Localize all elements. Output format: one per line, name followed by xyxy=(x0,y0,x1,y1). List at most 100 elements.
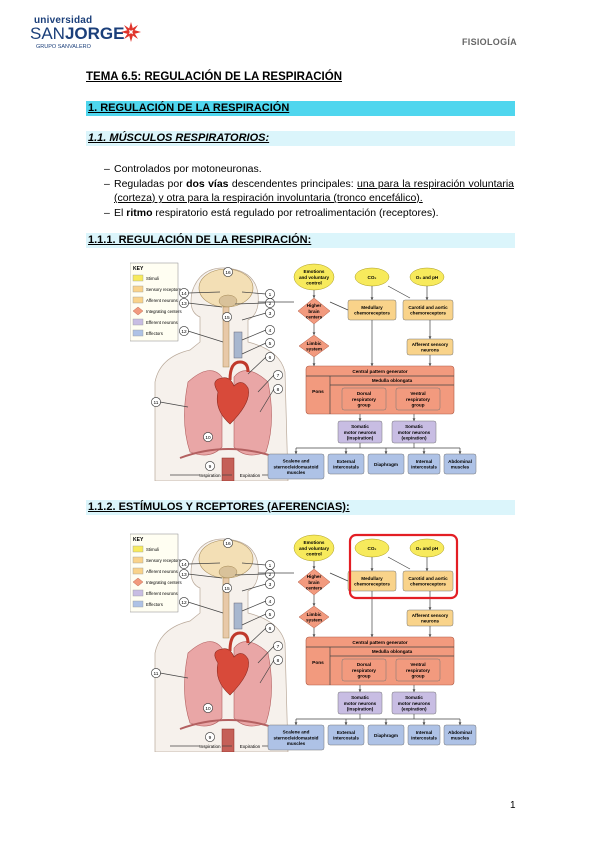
anatomy-callout-label: 7 xyxy=(277,644,280,650)
anatomy-callout-label: 4 xyxy=(269,328,272,334)
afferent-sensory-neurons-text: neurons xyxy=(421,619,440,624)
arrowhead xyxy=(458,451,462,454)
spine-shape xyxy=(221,457,235,482)
key-title: KEY xyxy=(133,537,144,543)
callout-leader xyxy=(187,302,223,308)
anatomy-callout-label: 11 xyxy=(154,400,159,406)
logo-line1: universidad xyxy=(34,15,93,26)
anatomy-callout-label: 16 xyxy=(225,541,231,547)
effector-internal-intercostals-text: intercostals xyxy=(411,465,437,470)
key-item: Integrating centers xyxy=(146,580,182,585)
dorsal-respiratory-group-text: respiratory xyxy=(352,668,376,673)
arrowhead xyxy=(370,363,374,366)
arrowhead xyxy=(428,634,432,637)
key-item: Efferent neurons xyxy=(146,320,178,325)
carotid-aortic-chemoreceptors-text: chemoreceptors xyxy=(410,311,446,316)
medullary-chemoreceptors-text: chemoreceptors xyxy=(354,582,390,587)
somatic-motor-inspiration-text: Somatic xyxy=(351,424,369,429)
anatomy-callout-label: 5 xyxy=(269,341,272,347)
effector-external-intercostals-text: intercostals xyxy=(333,736,359,741)
key-swatch xyxy=(132,274,144,282)
medullary-chemoreceptors-text: chemoreceptors xyxy=(354,311,390,316)
anatomy-callout-label: 13 xyxy=(181,301,187,307)
callout-leader xyxy=(234,302,267,305)
stimulus-label: Emotions xyxy=(304,540,325,545)
anatomy-callout xyxy=(222,312,232,322)
key-swatch xyxy=(132,567,144,575)
carotid-aortic-chemoreceptors-text: Carotid and aortic xyxy=(408,576,448,581)
afferent-sensory-neurons-text: Afferent sensory xyxy=(412,342,449,347)
arrowhead xyxy=(412,418,416,421)
arrowhead xyxy=(312,634,316,637)
callout-leader xyxy=(187,573,223,579)
arrowhead xyxy=(422,722,426,725)
stimulus-label: control xyxy=(306,280,322,285)
higher-brain-centers-text: brain xyxy=(308,309,319,314)
key-swatch xyxy=(132,589,144,597)
anatomy-callout-label: 15 xyxy=(224,315,230,321)
arrowhead xyxy=(428,363,432,366)
arrowhead xyxy=(344,451,348,454)
anatomy-callout-label: 9 xyxy=(209,464,212,470)
logo-line3: GRUPO SANVALERO xyxy=(36,44,91,50)
key-swatch xyxy=(132,318,144,326)
pons-label: Pons xyxy=(312,660,324,666)
dorsal-respiratory-group-text: group xyxy=(357,402,370,407)
connector-higher-medullary xyxy=(329,572,349,582)
anatomy-callout-label: 2 xyxy=(269,572,272,578)
bullet-item: El ritmo respiratorio está regulado por … xyxy=(104,206,514,221)
stimulus-label: O₂ and pH xyxy=(416,275,439,280)
ventral-respiratory-group xyxy=(395,387,441,411)
anatomy-callout-label: 15 xyxy=(224,586,230,592)
somatic-motor-expiration-text: Somatic xyxy=(405,695,423,700)
key-item: Afferent neurons xyxy=(146,298,178,303)
heart-shape xyxy=(214,377,249,425)
medulla-label: Medulla oblongata xyxy=(372,378,413,383)
effector-scalene-text: Scalene and xyxy=(283,459,310,464)
bullet-item: Controlados por motoneuronas. xyxy=(104,162,514,177)
anatomy-callout xyxy=(273,655,283,665)
bullet-list: Controlados por motoneuronas. Reguladas … xyxy=(104,162,514,220)
inspiration-label: Inspiration xyxy=(199,473,221,478)
ventral-respiratory-group-text: Ventral xyxy=(410,662,425,667)
limbic-system-text: system xyxy=(306,347,322,352)
callout-leader xyxy=(247,356,267,375)
somatic-motor-expiration-text: Somatic xyxy=(405,424,423,429)
anatomy-callout-label: 7 xyxy=(277,373,280,379)
somatic-motor-inspiration-text: (inspiration) xyxy=(347,435,374,440)
anatomy-callout xyxy=(222,583,232,593)
afferent-sensory-neurons-text: neurons xyxy=(421,348,440,353)
carotid-aortic-chemoreceptors xyxy=(402,299,454,321)
arrowhead xyxy=(312,603,316,606)
higher-brain-centers-text: centers xyxy=(306,585,323,590)
cpg-label: Central pattern generator xyxy=(352,369,407,374)
afferent-sensory-neurons-text: Afferent sensory xyxy=(412,613,449,618)
subject-label: FISIOLOGÍA xyxy=(461,37,517,47)
key-item: Sensory receptors xyxy=(146,287,181,292)
carotid-aortic-chemoreceptors xyxy=(402,570,454,592)
anatomy-callout xyxy=(205,732,215,742)
callout-leader xyxy=(159,401,189,408)
key-swatch xyxy=(132,577,144,587)
effector-abdominal-text: muscles xyxy=(451,736,470,741)
anatomy-callout-label: 12 xyxy=(181,329,187,335)
throat-muscle-shape xyxy=(233,602,243,630)
anatomy-callout-label: 14 xyxy=(181,562,187,568)
key-swatch xyxy=(132,285,144,293)
anatomy-callout-label: 10 xyxy=(205,706,211,712)
page-number: 1 xyxy=(510,800,516,811)
somatic-motor-expiration-text: (expiration) xyxy=(401,435,426,440)
topic-title: TEMA 6.5: REGULACIÓN DE LA RESPIRACIÓN xyxy=(86,71,342,83)
anatomy-callout xyxy=(265,352,275,362)
medullary-chemoreceptors-text: Medullary xyxy=(361,576,383,581)
anatomy-callout xyxy=(223,538,233,548)
anatomy-callout-label: 2 xyxy=(269,301,272,307)
stimulus-label: Emotions xyxy=(304,269,325,274)
key-item: Sensory receptors xyxy=(146,558,181,563)
somatic-motor-expiration-text: motor neurons xyxy=(398,701,431,706)
somatic-motor-expiration-text: motor neurons xyxy=(398,430,431,435)
expiration-label: Expiration xyxy=(240,744,261,749)
anatomy-callout xyxy=(273,370,283,380)
higher-brain-centers-text: Higher xyxy=(307,574,322,579)
